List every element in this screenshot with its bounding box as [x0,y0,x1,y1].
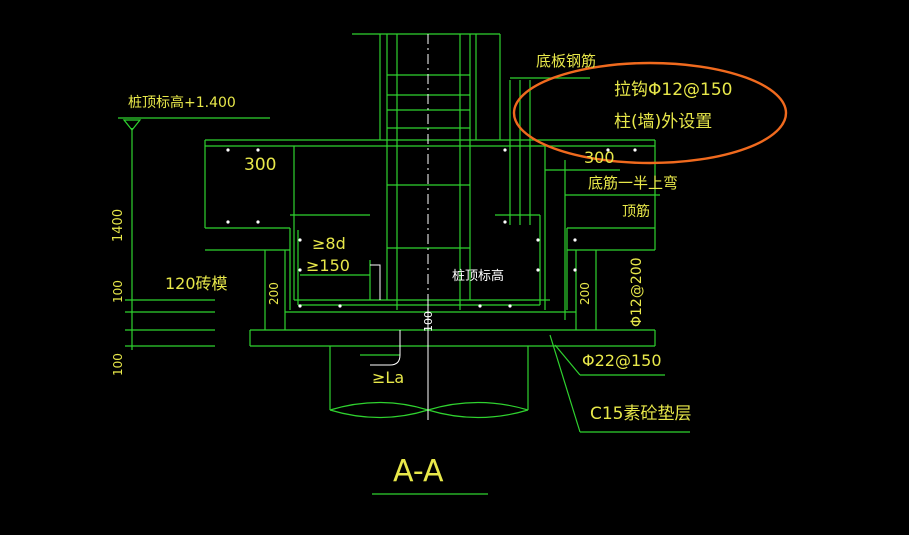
label-bottom-plate-rebar: 底板钢筋 [536,52,597,70]
leader-c15 [549,334,581,433]
label-c15-cushion: C15素砼垫层 [590,404,692,424]
pile-break-2 [329,401,529,419]
label-ge-la: ≥La [372,368,405,387]
annotation-circle [512,61,788,165]
label-phi22-150: Φ22@150 [582,351,662,370]
label-dim-300-right: 300 [584,148,615,167]
label-dim-200-left: 200 [267,282,281,305]
label-tie-bar: 拉钩Φ12@150 [614,80,733,100]
label-column-wall-outside: 柱(墙)外设置 [614,112,713,132]
label-top-bar: 顶筋 [622,204,650,220]
label-phi12-200: Φ12@200 [629,257,645,327]
label-ge-150: ≥150 [306,256,350,275]
label-dim-100-a: 100 [111,280,125,303]
label-bottom-bar-half-up: 底筋一半上弯 [588,174,679,192]
label-pile-top: 桩顶标高 [452,269,505,284]
label-ge-8d: ≥8d [312,234,346,253]
label-dim-300-left: 300 [244,155,277,175]
label-pile-top-elevation: 桩顶标高+1.400 [128,95,236,111]
label-dim-200-right: 200 [578,282,592,305]
leader-phi22 [554,344,581,376]
label-dim-100-center: 100 [422,311,435,332]
pit-hook-left [370,264,381,300]
label-dim-1400: 1400 [111,208,126,242]
label-brick-mold: 120砖模 [165,274,228,293]
la-hook [370,330,401,366]
section-title: A-A [393,454,444,489]
label-dim-100-b: 100 [111,353,125,376]
elevation-mark [122,119,142,131]
